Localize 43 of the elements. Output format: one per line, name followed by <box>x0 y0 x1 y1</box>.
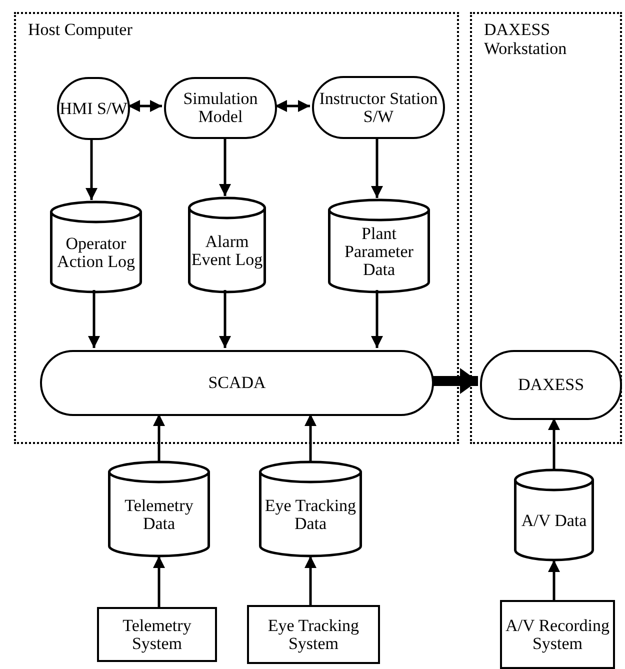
node-label: Plant Parameter Data <box>344 225 414 279</box>
arrow <box>548 418 560 470</box>
dashed-region <box>470 12 622 444</box>
arrow <box>371 137 383 198</box>
system-box <box>500 600 615 669</box>
double-arrow <box>128 100 162 112</box>
region-label: Host Computer <box>28 20 134 39</box>
node-label: Alarm Event Log <box>190 233 264 269</box>
node-label: DAXESS <box>518 376 584 394</box>
node-label: A/V Data <box>521 512 587 530</box>
rounded-box <box>480 350 622 420</box>
database-cylinder <box>50 202 142 292</box>
dashed-region <box>14 12 459 444</box>
system-box <box>97 607 217 662</box>
node-label: Eye Tracking Data <box>264 497 358 533</box>
arrow <box>219 290 231 348</box>
arrow <box>548 560 560 600</box>
arrow <box>153 556 165 607</box>
arrow <box>153 414 165 462</box>
node-label: Simulation Model <box>182 90 259 126</box>
double-arrow <box>275 100 310 112</box>
node-label: Instructor Station S/W <box>318 90 439 126</box>
node-label: Eye Tracking System <box>266 616 360 652</box>
thick-arrow <box>432 368 478 394</box>
database-cylinder <box>108 462 210 556</box>
node-label: Telemetry Data <box>124 497 194 533</box>
system-box <box>247 605 380 664</box>
arrow <box>219 137 231 196</box>
database-cylinder <box>514 470 594 560</box>
arrow <box>304 556 316 605</box>
node-label: SCADA <box>208 374 266 392</box>
database-cylinder <box>259 462 362 556</box>
database-cylinder <box>188 198 266 292</box>
region-label: DAXESS Workstation <box>484 20 568 58</box>
arrow <box>86 138 98 200</box>
database-cylinder <box>328 200 430 292</box>
node-label: A/V Recording System <box>504 616 611 652</box>
arrow <box>371 290 383 348</box>
node-label: Telemetry System <box>122 616 192 652</box>
arrow <box>88 290 100 348</box>
node-label: HMI S/W <box>60 100 128 118</box>
node-label: Operator Action Log <box>56 235 136 271</box>
arrow <box>304 414 316 462</box>
